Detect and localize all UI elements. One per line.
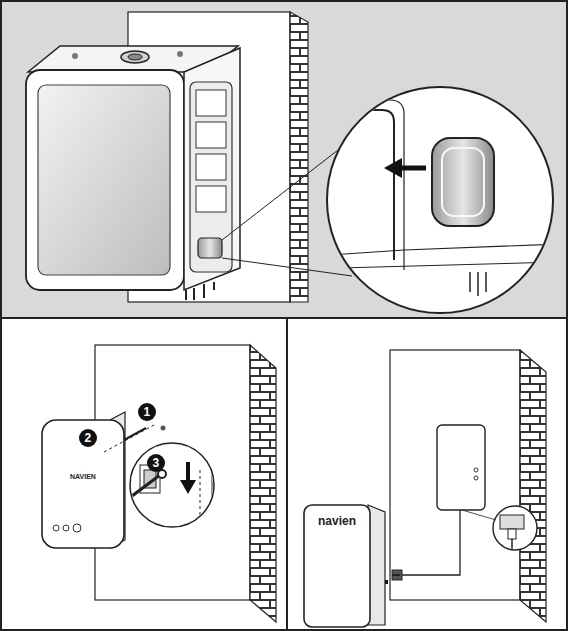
top-screw [72,53,78,59]
zoom-circle [493,506,537,550]
mounted-box [437,425,485,510]
wall-face [390,350,520,600]
side-slat [196,186,226,212]
down-arrow [186,462,190,482]
zoom-detail [500,515,524,552]
callout-number: 2 [85,432,92,444]
cover-highlight [442,148,484,216]
callout-circle [79,429,97,447]
zoom-detail [320,100,560,296]
brick-wall-side [250,345,276,622]
cover-cap [432,138,494,226]
side-slat [196,90,226,116]
push-arrowhead [384,158,402,178]
zoom-detail [120,465,212,520]
panel-divider [0,317,568,319]
indicator-icon [474,476,478,480]
panel-background [0,0,568,318]
zoom-circle [327,87,553,313]
screw [124,428,146,440]
brick-wall-side [290,12,308,302]
callout-circle [147,454,165,472]
indicator-icon [73,524,81,532]
plug [392,570,402,580]
side-slat [196,122,226,148]
pipes [186,282,214,300]
indicator-icon [474,468,478,472]
drill-hole [161,426,166,431]
indicator-icon [53,525,59,531]
control-box [304,505,370,627]
zoom-circle [130,443,214,527]
front-panel [38,85,170,275]
zoom-leader [222,258,352,276]
vent-collar [121,51,149,63]
panel-divider [286,318,288,631]
heater-side [184,48,240,290]
callout-circle [138,403,156,421]
brand-label: navien [318,515,356,527]
heater-front [26,70,184,290]
down-arrowhead [180,480,196,494]
cable [400,510,460,575]
control-box [42,420,124,548]
push-arrow [398,166,426,171]
screw-path [104,424,156,452]
zoom-leader [462,510,496,520]
brand-label: NAVIEN [70,473,96,480]
brick-wall-side [520,350,546,622]
side-slat [196,154,226,180]
side-panel [190,82,232,272]
zoom-leader [222,150,338,240]
plug-pin [392,574,400,576]
indicator-icon [63,525,69,531]
top-screw [177,51,183,57]
vent-opening [128,54,142,60]
callout-number: 3 [153,457,160,469]
port-cover [198,238,222,258]
callout-number: 1 [144,406,151,418]
